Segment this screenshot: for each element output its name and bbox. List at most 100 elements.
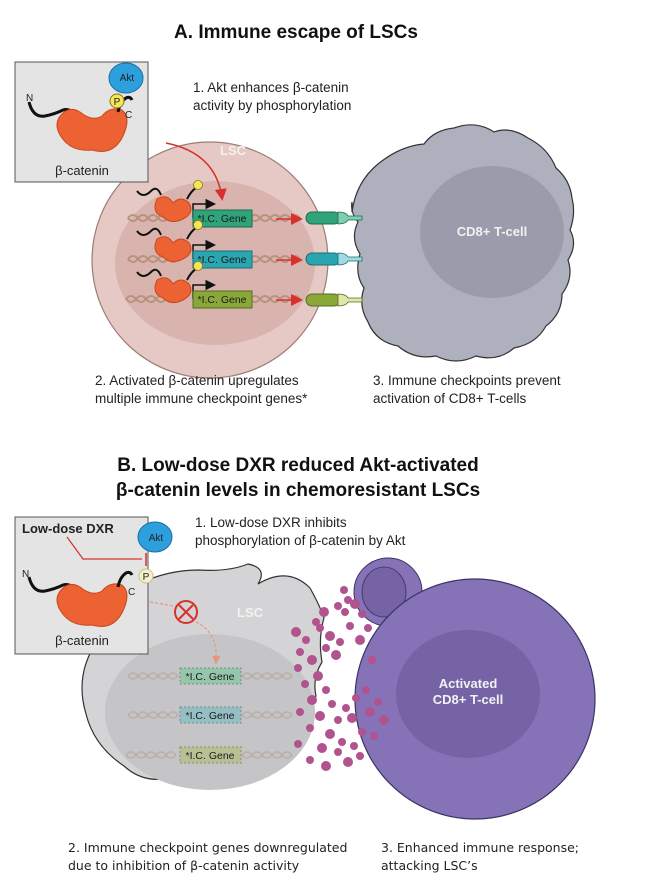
gene-label-1-b: *I.C. Gene [185, 671, 234, 683]
granule [343, 757, 353, 767]
c-terminus-label-b: C [128, 587, 135, 598]
tcell-label-b-line2: CD8+ T-cell [433, 692, 503, 707]
gene-box-1-a [192, 209, 253, 228]
granule [362, 686, 370, 694]
granule [294, 664, 302, 672]
gene-box-3-a [192, 290, 253, 309]
panel-b-step2-line2: due to inhibition of β-catenin activity [68, 858, 300, 873]
granule [331, 650, 341, 660]
panel-b-step1-line1: 1. Low-dose DXR inhibits [195, 515, 347, 530]
beta-catenin-label-b: β-catenin [55, 633, 109, 648]
granule [344, 596, 352, 604]
gene-label-1-a: *I.C. Gene [197, 213, 246, 225]
panel-a-step1-line1: 1. Akt enhances β-catenin [193, 80, 349, 95]
panel-a-step2-line2: multiple immune checkpoint genes* [95, 391, 308, 406]
granule [306, 724, 314, 732]
beta-catenin-protein-b [56, 583, 128, 627]
panel-b-step3-line2: attacking LSC’s [381, 858, 478, 873]
gene-row-1-a: *I.C. Gene [127, 179, 303, 228]
activated-tcell-nucleus [396, 630, 540, 758]
beta-catenin-label-a: β-catenin [55, 163, 109, 178]
granule [370, 732, 378, 740]
panel-b-title-line1: B. Low-dose DXR reduced Akt-activated [117, 455, 478, 476]
granule [347, 713, 357, 723]
granule [338, 738, 346, 746]
akt-label-a: Akt [120, 73, 135, 84]
gene-label-3-b: *I.C. Gene [185, 750, 234, 762]
granule [356, 752, 364, 760]
granule [322, 686, 330, 694]
panel-b-title-line2: β-catenin levels in chemoresistant LSCs [116, 480, 480, 501]
granule [368, 656, 376, 664]
c-terminus-label-a: C [125, 110, 132, 121]
granule [352, 694, 360, 702]
granule [302, 636, 310, 644]
inset-a: P Akt N C β-catenin [14, 61, 149, 183]
granule [341, 608, 349, 616]
granule [334, 716, 342, 724]
granule [325, 729, 335, 739]
akt-kinase-b [137, 521, 173, 553]
tcell-bud-nucleus [361, 566, 407, 618]
granule [364, 624, 372, 632]
checkpoint-pair-1 [305, 211, 363, 225]
tcell-label-b-line1: Activated [439, 676, 498, 691]
panel-b-step3-line1: 3. Enhanced immune response; [381, 840, 579, 855]
granule [321, 761, 331, 771]
checkpoint-pair-3 [305, 293, 363, 307]
blocked-arrow-b [195, 621, 221, 665]
granule [374, 698, 382, 706]
gene-row-2-a: *I.C. Gene [127, 219, 303, 269]
granule [307, 655, 317, 665]
gene-row-2-b: *I.C. Gene [127, 706, 293, 724]
granule [342, 704, 350, 712]
gene-row-1-b: *I.C. Gene [127, 667, 293, 685]
panel-a-step3-line1: 3. Immune checkpoints prevent [373, 373, 561, 388]
lsc-label-b: LSC [237, 605, 264, 620]
phosphate-label-a: P [114, 97, 121, 108]
panel-a-step1-line2: activity by phosphorylation [193, 98, 351, 113]
granule [358, 728, 366, 736]
granule [322, 644, 330, 652]
activation-arrow-a [165, 142, 227, 201]
granule [316, 624, 324, 632]
granule [334, 748, 342, 756]
checkpoint-pair-2 [305, 252, 363, 266]
granule [340, 586, 348, 594]
granule [313, 671, 323, 681]
gene-row-3-b: *I.C. Gene [125, 746, 293, 764]
panel-a-step2-line1: 2. Activated β-catenin upregulates [95, 373, 299, 388]
panel-b-step1-line2: phosphorylation of β-catenin by Akt [195, 533, 406, 548]
granule [312, 618, 320, 626]
akt-kinase [108, 62, 144, 94]
granule [328, 700, 336, 708]
granule [365, 707, 375, 717]
granule [325, 631, 335, 641]
granule [296, 708, 304, 716]
granule [317, 743, 327, 753]
low-dose-dxr-label: Low-dose DXR [22, 521, 114, 536]
beta-catenin-protein [56, 108, 128, 152]
granule [379, 715, 389, 725]
granule [334, 602, 342, 610]
cytotoxic-granules [291, 586, 389, 771]
granule [315, 711, 325, 721]
dxr-inhibition-line [66, 536, 142, 560]
gene-row-3-a: *I.C. Gene [125, 260, 303, 309]
akt-label-b: Akt [149, 533, 164, 544]
panel-b-step2-line1: 2. Immune checkpoint genes downregulated [68, 840, 347, 855]
gene-box-2-a [192, 250, 253, 269]
granule [291, 627, 301, 637]
granule [346, 622, 354, 630]
n-terminus-label-b: N [22, 569, 29, 580]
panel-a-title: A. Immune escape of LSCs [174, 22, 418, 43]
n-terminus-label-a: N [26, 93, 33, 104]
gene-label-3-a: *I.C. Gene [197, 294, 246, 306]
blocked-signal-line [149, 601, 175, 607]
granule [350, 742, 358, 750]
phosphate-label-b: P [143, 572, 150, 583]
lsc-label-a: LSC [220, 143, 247, 158]
granule [350, 599, 360, 609]
granule [319, 607, 329, 617]
